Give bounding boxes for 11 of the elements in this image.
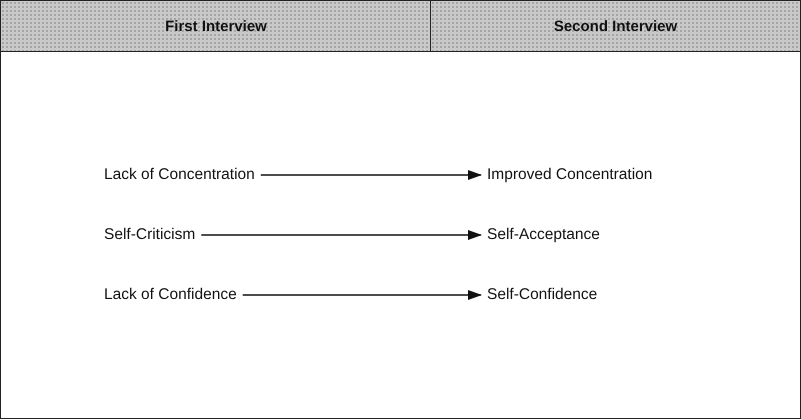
node-label: Self-Acceptance: [487, 225, 600, 245]
arrow: [242, 290, 482, 300]
node-label: Lack of Concentration: [104, 165, 255, 185]
node-label: Self-Confidence: [487, 285, 598, 305]
node-label: Self-Criticism: [104, 225, 196, 245]
node-label: Improved Concentration: [487, 165, 652, 185]
column-header: Second Interview: [430, 0, 801, 52]
arrow: [260, 170, 482, 180]
column-header: First Interview: [0, 0, 432, 52]
node-label: Lack of Confidence: [104, 285, 237, 305]
arrow: [201, 230, 482, 240]
